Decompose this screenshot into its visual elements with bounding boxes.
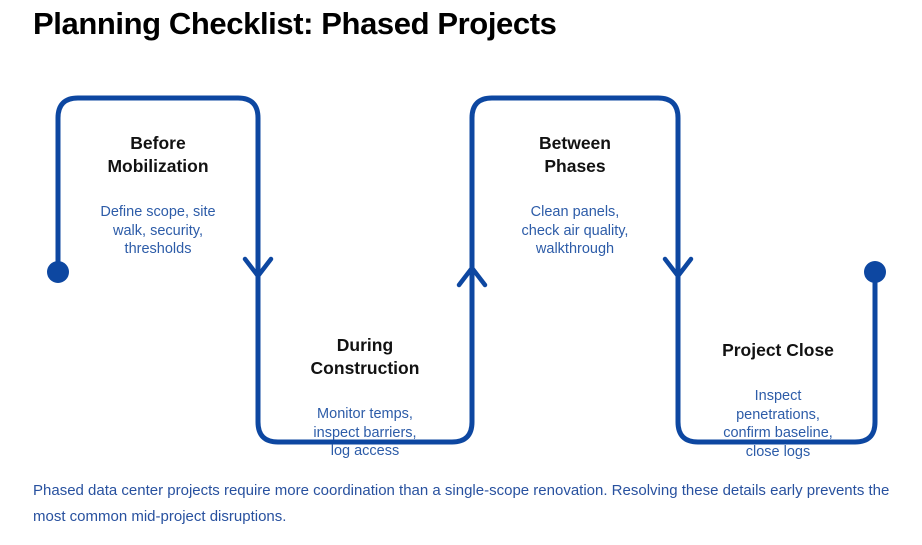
start-dot-icon (47, 261, 69, 283)
phase-title: Between Phases (539, 133, 611, 176)
phase-details: Inspect penetrations, confirm baseline, … (723, 388, 833, 460)
phase-between-phases: Between Phases Clean panels, check air q… (480, 114, 670, 277)
arrow-up-icon (456, 265, 488, 288)
phase-details: Define scope, site walk, security, thres… (100, 204, 216, 257)
footer-note: Phased data center projects require more… (33, 482, 890, 525)
phase-details: Monitor temps, inspect barriers, log acc… (313, 406, 417, 459)
phase-details: Clean panels, check air quality, walkthr… (521, 204, 629, 257)
page-title: Planning Checklist: Phased Projects (33, 6, 557, 41)
phase-before-mobilization: Before Mobilization Define scope, site w… (63, 114, 253, 277)
phase-title: Project Close (722, 340, 834, 360)
phase-title: Before Mobilization (107, 133, 209, 176)
end-dot-icon (864, 261, 886, 283)
phase-during-construction: During Construction Monitor temps, inspe… (268, 316, 462, 479)
phase-project-close: Project Close Inspect penetrations, conf… (681, 321, 875, 479)
phase-title: During Construction (310, 335, 420, 378)
arrow-down-icon (662, 256, 694, 279)
arrow-down-icon (242, 256, 274, 279)
